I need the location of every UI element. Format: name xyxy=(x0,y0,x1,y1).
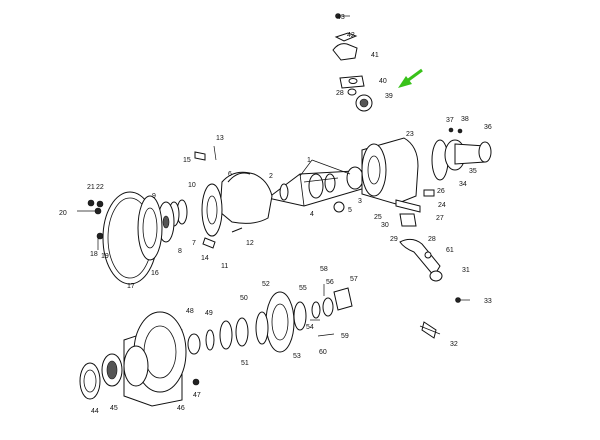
steering-arm xyxy=(399,238,470,339)
callout-37: 37 xyxy=(446,117,454,124)
callout-54: 54 xyxy=(306,324,314,331)
callout-58: 58 xyxy=(320,266,328,273)
callout-labels: 43 42 41 40 28 39 13 15 1 6 2 10 21 22 9… xyxy=(59,14,492,415)
callout-16: 16 xyxy=(151,270,159,277)
axle-tube xyxy=(266,159,373,213)
callout-39: 39 xyxy=(385,93,393,100)
callout-40: 40 xyxy=(379,78,387,85)
callout-51: 51 xyxy=(241,360,249,367)
callout-13: 13 xyxy=(216,135,224,142)
callout-12: 12 xyxy=(246,240,254,247)
callout-55: 55 xyxy=(299,285,307,292)
callout-22: 22 xyxy=(96,184,104,191)
callout-50: 50 xyxy=(240,295,248,302)
callout-5: 5 xyxy=(348,207,352,214)
left-knuckle-housing xyxy=(157,145,273,249)
callout-11: 11 xyxy=(221,263,228,270)
callout-59: 59 xyxy=(341,333,349,340)
callout-6: 6 xyxy=(228,171,232,178)
callout-33: 33 xyxy=(484,298,492,305)
callout-21: 21 xyxy=(87,184,95,191)
callout-25: 25 xyxy=(374,214,382,221)
callout-41: 41 xyxy=(371,52,379,59)
callout-32: 32 xyxy=(450,341,458,348)
callout-10: 10 xyxy=(188,182,196,189)
breather-assembly xyxy=(332,13,373,112)
right-knuckle-housing xyxy=(361,127,492,227)
callout-3: 3 xyxy=(358,198,362,205)
callout-29: 29 xyxy=(390,236,398,243)
hub-assembly xyxy=(79,284,353,407)
callout-42: 42 xyxy=(347,32,355,39)
callout-47: 47 xyxy=(193,392,201,399)
callout-52: 52 xyxy=(262,281,270,288)
callout-36: 36 xyxy=(484,124,492,131)
callout-15: 15 xyxy=(183,157,191,164)
callout-61: 61 xyxy=(446,247,454,254)
callout-53: 53 xyxy=(293,353,301,360)
callout-19: 19 xyxy=(101,253,109,260)
callout-26: 26 xyxy=(437,188,445,195)
callout-9: 9 xyxy=(152,193,156,200)
callout-2: 2 xyxy=(269,173,273,180)
callout-30: 30 xyxy=(381,222,389,229)
callout-56: 56 xyxy=(326,279,334,286)
callout-27: 27 xyxy=(436,215,444,222)
green-arrow xyxy=(398,68,423,88)
callout-28b: 28 xyxy=(336,90,344,97)
callout-48: 48 xyxy=(186,308,194,315)
callout-4: 4 xyxy=(310,211,314,218)
left-backing-plate xyxy=(77,191,163,285)
callout-20: 20 xyxy=(59,210,67,217)
callout-24: 24 xyxy=(438,202,446,209)
callout-1: 1 xyxy=(307,157,311,164)
callout-28: 28 xyxy=(428,236,436,243)
callout-7: 7 xyxy=(192,240,196,247)
callout-49: 49 xyxy=(205,310,213,317)
callout-17: 17 xyxy=(127,283,135,290)
callout-38: 38 xyxy=(461,116,469,123)
callout-57: 57 xyxy=(350,276,358,283)
callout-35: 35 xyxy=(469,168,477,175)
callout-45: 45 xyxy=(110,405,118,412)
callout-44: 44 xyxy=(91,408,99,415)
callout-23: 23 xyxy=(406,131,414,138)
callout-18: 18 xyxy=(90,251,98,258)
callout-14: 14 xyxy=(201,255,209,262)
callout-31: 31 xyxy=(462,267,470,274)
callout-60: 60 xyxy=(319,349,327,356)
callout-46: 46 xyxy=(177,405,185,412)
callout-43: 43 xyxy=(337,14,345,21)
callout-34: 34 xyxy=(459,181,467,188)
callout-8: 8 xyxy=(178,248,182,255)
